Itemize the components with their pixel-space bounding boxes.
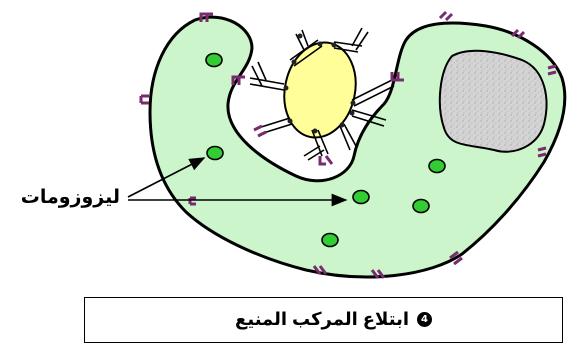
arrow-to-lysosome-upper (127, 157, 206, 198)
receptor (318, 155, 334, 166)
lysosomes (205, 52, 446, 248)
receptor (188, 196, 196, 206)
receptors (139, 10, 557, 279)
receptor (199, 12, 213, 22)
caption-box: 4 ابتلاع المركب المنيع (84, 297, 563, 343)
lysosome (352, 189, 370, 205)
receptor (390, 72, 404, 82)
nucleus (438, 49, 548, 153)
antigen (283, 41, 357, 139)
receptor (547, 64, 557, 76)
lysosome (412, 198, 430, 214)
lysosome (205, 52, 223, 68)
receptor (510, 28, 526, 40)
receptor (139, 94, 149, 105)
receptor (449, 250, 463, 266)
lysosome (321, 232, 339, 248)
receptor (370, 269, 386, 279)
label-arrows (127, 157, 348, 207)
receptor (312, 265, 328, 275)
lysosome (428, 158, 446, 174)
caption-content: 4 ابتلاع المركب المنيع (235, 309, 432, 330)
lysosomes-label: ليزوزومات (20, 187, 120, 208)
receptor (231, 75, 245, 85)
receptor (537, 146, 547, 158)
caption-text: ابتلاع المركب المنيع (235, 309, 409, 329)
immune-complex (249, 27, 395, 161)
lysosome (206, 145, 224, 161)
step-number-badge: 4 (417, 312, 432, 327)
receptor (438, 10, 454, 22)
receptor (253, 124, 267, 138)
